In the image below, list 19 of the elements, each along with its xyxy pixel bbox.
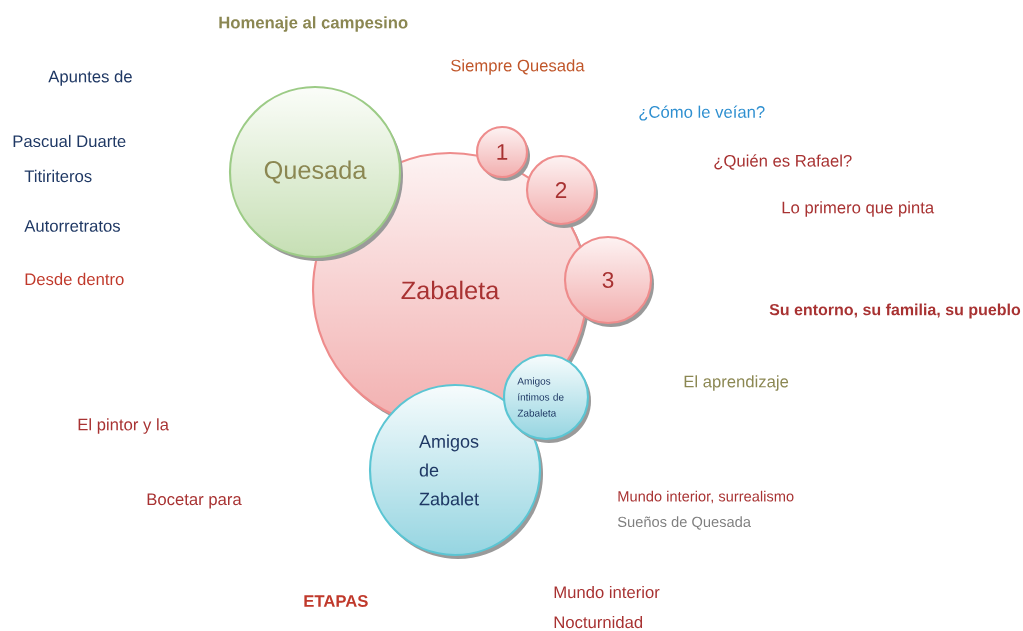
text-label: El pintor y la — [78, 418, 169, 434]
text-label: Su entorno, su familia, su pueblo — [769, 303, 1021, 319]
text-label: Mundo interior — [554, 585, 660, 599]
text-label: Pascual Duarte — [13, 134, 126, 148]
text-label: ETAPAS — [304, 595, 368, 607]
text-label: Apuntes de — [48, 70, 132, 86]
text-label: El aprendizaje — [684, 375, 789, 391]
text-label: Titiriteros — [24, 169, 92, 183]
text-label: ¿Cómo le veían? — [639, 105, 765, 121]
text-label: Nocturnidad — [554, 615, 643, 629]
text-label: Mundo interior, surrealismo — [618, 490, 794, 504]
text-label: Autorretratos — [24, 220, 120, 232]
text-label: Desde dentro — [25, 272, 124, 286]
text-label: ¿Quién es Rafael? — [714, 154, 852, 170]
text-label: Siempre Quesada — [451, 59, 585, 75]
text-label: Sueños de Quesada — [617, 516, 751, 530]
text-label: Homenaje al campesino — [219, 16, 408, 32]
text-label: Lo primero que pinta — [782, 201, 935, 217]
text-label: Bocetar para — [147, 493, 242, 509]
